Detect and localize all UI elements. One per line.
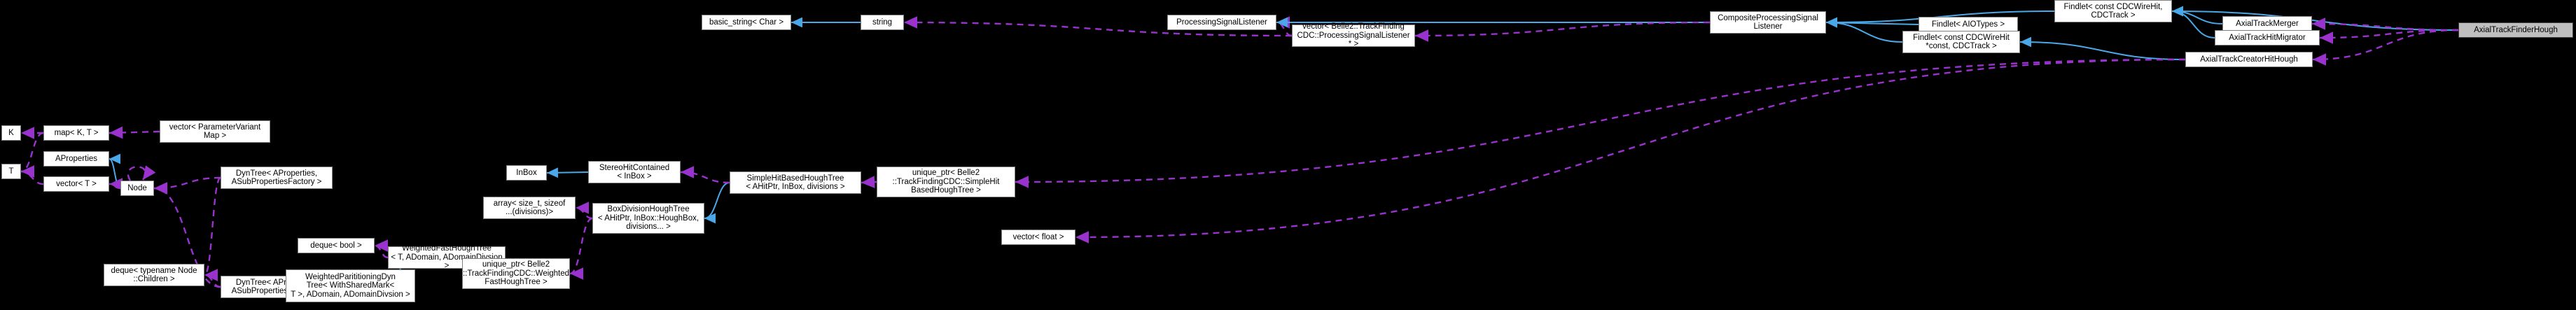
edge-usage-simplehit-to-stereohit [680, 166, 730, 184]
class-node-label: T [8, 167, 14, 176]
edge-inheritance-simplehit-to-boxdiv [704, 182, 730, 224]
class-node-label: InBox [516, 168, 537, 177]
class-node-axialmigrator[interactable]: AxialTrackHitMigrator [2215, 30, 2320, 45]
class-node-t[interactable]: T [1, 164, 21, 179]
class-node-dequechild[interactable]: deque< typename Node ::Children > [104, 264, 204, 286]
edge-usage-axialcreator-to-vecfloat [1075, 58, 2186, 244]
edge-usage-dyntree2-to-dequechild [204, 269, 221, 288]
class-node-basicstring[interactable]: basic_string< Char > [702, 15, 791, 30]
class-node-label: string [872, 17, 893, 27]
edge-usage-axialcreator-to-uniqsimple [1015, 58, 2186, 188]
class-node-label: AxialTrackMerger [2236, 19, 2299, 28]
edge-usage-node-to-node [127, 165, 156, 181]
class-node-label: unique_ptr< Belle2 ::TrackFindingCDC::We… [462, 260, 570, 287]
class-node-label: AProperties [55, 154, 98, 163]
class-node-label: ProcessingSignalListener [1176, 17, 1267, 27]
class-node-label: Findlet< AIOTypes > [1931, 20, 2005, 29]
class-node-arraysizet[interactable]: array< size_t, sizeof ...(divisions)> [483, 197, 576, 219]
class-node-label: StereoHitContained < InBox > [599, 163, 670, 181]
class-node-boxdiv[interactable]: BoxDivisionHoughTree < AHitPtr, InBox::H… [592, 203, 704, 234]
edge-usage-axialfinder-to-axialmerger [2311, 17, 2459, 31]
class-node-label: deque< bool > [310, 241, 362, 250]
edge-inheritance-findletaio-to-compproc [1825, 17, 1919, 28]
class-node-label: DynTree< AProperties, ASubPropertiesFact… [231, 169, 322, 187]
class-node-vecparamvar[interactable]: vector< ParameterVariant Map > [160, 120, 270, 143]
class-node-findletconst2[interactable]: Findlet< const CDCWireHit *const, CDCTra… [1902, 31, 2020, 53]
class-node-stereohit[interactable]: StereoHitContained < InBox > [588, 161, 681, 183]
class-node-label: unique_ptr< Belle2 ::TrackFindingCDC::Si… [892, 169, 1000, 195]
class-node-axialcreator[interactable]: AxialTrackCreatorHitHough [2185, 52, 2313, 67]
edge-usage-mapkt-to-t [20, 132, 44, 178]
edge-usage-axialfinder-to-axialcreator [2312, 29, 2459, 66]
class-node-aproperties[interactable]: AProperties [43, 151, 109, 167]
class-node-label: vector< T > [56, 179, 97, 188]
class-node-label: deque< typename Node ::Children > [111, 266, 197, 284]
edge-usage-vectort-to-t [20, 165, 44, 185]
class-node-label: vector< ParameterVariant Map > [169, 122, 261, 141]
edge-usage-axialfinder-to-axialmigrator [2319, 29, 2459, 44]
class-node-label: Node [127, 183, 147, 192]
class-node-compproc[interactable]: CompositeProcessingSignal Listener [1710, 11, 1826, 34]
class-node-findletaio[interactable]: Findlet< AIOTypes > [1919, 17, 2018, 32]
edge-usage-compproc-to-vecproclist [1414, 21, 1711, 42]
class-node-dequebool[interactable]: deque< bool > [298, 238, 375, 253]
edge-usage-boxdiv-to-uniqwfht [569, 217, 593, 280]
edge-usage-node-to-vectort [109, 178, 123, 190]
edge-inheritance-axialmigrator-to-findletconst1 [2171, 6, 2215, 38]
class-node-vectort[interactable]: vector< T > [43, 176, 109, 192]
edge-inheritance-axialmerger-to-findletconst1 [2171, 6, 2223, 24]
edge-usage-boxdiv-to-arraysizet [575, 202, 593, 220]
class-node-node[interactable]: Node [120, 181, 154, 196]
class-node-label: Findlet< const CDCWireHit *const, CDCTra… [1913, 33, 2010, 51]
class-node-uniqsimple[interactable]: unique_ptr< Belle2 ::TrackFindingCDC::Si… [877, 167, 1015, 197]
class-node-label: Findlet< const CDCWireHit, CDCTrack > [2063, 2, 2163, 20]
class-node-uniqwfht[interactable]: unique_ptr< Belle2 ::TrackFindingCDC::We… [462, 258, 570, 289]
class-node-axialmerger[interactable]: AxialTrackMerger [2222, 16, 2312, 31]
edge-usage-uniqsimple-to-simplehit [861, 176, 877, 188]
class-node-label: K [8, 128, 14, 137]
class-node-dyntree1[interactable]: DynTree< AProperties, ASubPropertiesFact… [221, 167, 333, 189]
edge-inheritance-findletconst2-to-compproc [1825, 17, 1903, 43]
class-node-label: AxialTrackFinderHough [2474, 25, 2558, 34]
class-node-inbox[interactable]: InBox [506, 165, 547, 181]
class-node-simplehit[interactable]: SimpleHitBasedHoughTree < AHitPtr, InBox… [730, 171, 861, 194]
class-node-k[interactable]: K [1, 125, 21, 141]
class-node-label: WeightedParititioningDyn Tree< WithShare… [291, 272, 410, 299]
edge-usage-vecparamvar-to-mapkt [109, 126, 160, 139]
class-node-label: BoxDivisionHoughTree < AHitPtr, InBox::H… [597, 205, 699, 232]
class-node-wpdyntree[interactable]: WeightedParititioningDyn Tree< WithShare… [286, 269, 415, 302]
class-node-label: map< K, T > [54, 128, 99, 137]
class-node-axialfinder[interactable]: AxialTrackFinderHough [2458, 22, 2573, 38]
class-node-label: SimpleHitBasedHoughTree < AHitPtr, InBox… [746, 174, 845, 192]
edge-usage-vecproclist-to-proclistener [1276, 16, 1293, 37]
class-node-label: AxialTrackCreatorHitHough [2200, 55, 2298, 64]
class-node-vecproclist[interactable]: vector< Belle2::TrackFinding CDC::Proces… [1292, 22, 1415, 49]
class-node-label: vector< Belle2::TrackFinding CDC::Proces… [1297, 22, 1410, 49]
edge-inheritance-axialcreator-to-findletconst2 [2019, 36, 2186, 60]
edge-inheritance-axialfinder-to-findletconst1 [2171, 6, 2459, 31]
edge-inheritance-stereohit-to-inbox [546, 167, 589, 178]
edge-inheritance-node-to-aproperties [109, 153, 121, 189]
class-node-label: vector< float > [1012, 232, 1064, 241]
class-node-label: basic_string< Char > [709, 17, 784, 27]
class-node-proclistener[interactable]: ProcessingSignalListener [1167, 15, 1276, 30]
class-node-label: array< size_t, sizeof ...(divisions)> [493, 199, 566, 217]
class-node-string[interactable]: string [861, 15, 904, 30]
edge-usage-wfhtree-to-dequebool [374, 239, 389, 259]
edge-usage-dyntree1-to-dequechild [203, 176, 222, 281]
class-node-label: AxialTrackHitMigrator [2229, 33, 2306, 42]
class-node-mapkt[interactable]: map< K, T > [43, 125, 109, 141]
class-node-findletconst1[interactable]: Findlet< const CDCWireHit, CDCTrack > [2054, 0, 2172, 22]
class-node-vecfloat[interactable]: vector< float > [1001, 230, 1075, 245]
edge-usage-dyntree1-to-node [153, 176, 221, 195]
class-node-label: CompositeProcessingSignal Listener [1718, 13, 1818, 31]
